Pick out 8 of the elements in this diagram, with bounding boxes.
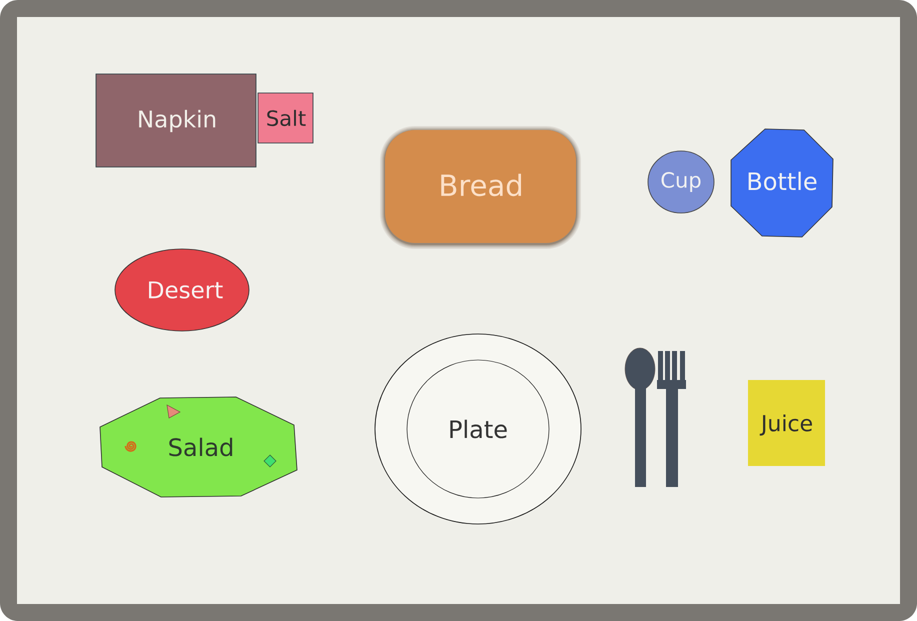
rectangle-box: Napkin (96, 74, 256, 168)
ellipse-node: Desert (114, 248, 250, 332)
rectangle-box: Salt (258, 92, 314, 144)
square-box: Juice (748, 380, 826, 466)
circle-node: Cup (648, 150, 714, 214)
rounded-box: Bread (380, 126, 581, 249)
octagon-node: Bottle (730, 128, 834, 238)
octagon-node: Salad (100, 396, 298, 498)
